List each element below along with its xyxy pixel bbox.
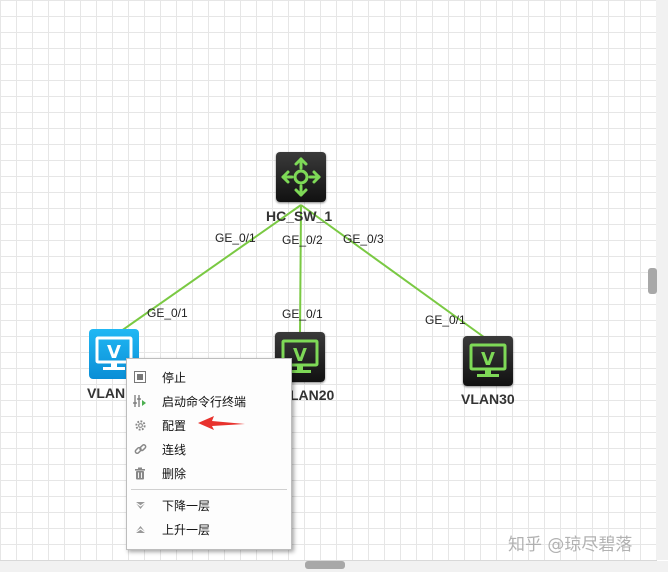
device-name-vlan30: VLAN30: [461, 391, 515, 407]
svg-text:V: V: [293, 345, 307, 366]
router-switch-icon[interactable]: [276, 152, 326, 202]
svg-text:V: V: [107, 342, 121, 363]
links-layer: [113, 204, 489, 341]
port-label-vlan20: GE_0/1: [282, 307, 323, 321]
menu-item-label: 启动命令行终端: [162, 394, 247, 409]
menu-item-terminal[interactable]: 启动命令行终端: [127, 390, 291, 412]
menu-item-label: 配置: [162, 418, 187, 433]
link-sw-vlan30[interactable]: [300, 204, 489, 341]
terminal-icon: [133, 394, 147, 408]
horizontal-scrollbar-thumb[interactable]: [305, 561, 345, 569]
menu-item-move-down[interactable]: 下降一层: [127, 494, 291, 516]
red-arrow-icon: [198, 416, 245, 430]
port-label-vlan30: GE_0/1: [425, 313, 466, 327]
chevron-down-icon: [133, 498, 147, 512]
port-label-sw-ge03: GE_0/3: [343, 232, 384, 246]
stop-icon: [133, 370, 147, 384]
pc-monitor-icon[interactable]: V: [463, 336, 513, 386]
port-label-sw-ge01: GE_0/1: [215, 231, 256, 245]
menu-item-label: 上升一层: [162, 522, 211, 537]
link-icon: [133, 442, 147, 456]
menu-item-label: 下降一层: [162, 498, 211, 513]
menu-item-delete[interactable]: 删除: [127, 462, 291, 484]
context-menu: 停止 启动命令行终端 配置 连线: [126, 358, 292, 550]
menu-item-label: 停止: [162, 370, 187, 385]
chevron-up-icon: [133, 522, 147, 536]
device-name-hc-sw-1: HC_SW_1: [266, 208, 333, 224]
menu-item-label: 删除: [162, 466, 187, 481]
gear-icon: [133, 418, 147, 432]
trash-icon: [133, 466, 147, 480]
menu-separator: [131, 489, 287, 490]
menu-item-connect[interactable]: 连线: [127, 438, 291, 460]
vertical-scrollbar[interactable]: [656, 0, 668, 560]
menu-item-stop[interactable]: 停止: [127, 366, 291, 388]
device-name-vlan10: VLAN1: [87, 385, 133, 401]
port-label-sw-ge02: GE_0/2: [282, 233, 323, 247]
device-name-vlan20: LAN20: [290, 387, 335, 403]
menu-item-config[interactable]: 配置: [127, 414, 291, 436]
pc-monitor-icon[interactable]: V: [275, 332, 325, 382]
topology-canvas[interactable]: GE_0/1 GE_0/2 GE_0/3 GE_0/1 GE_0/1 GE_0/…: [0, 0, 657, 561]
port-label-vlan10: GE_0/1: [147, 306, 188, 320]
link-sw-vlan20[interactable]: [299, 204, 302, 337]
link-sw-vlan10[interactable]: [113, 204, 302, 337]
svg-text:V: V: [481, 349, 495, 370]
menu-item-label: 连线: [162, 442, 187, 457]
menu-item-move-up[interactable]: 上升一层: [127, 518, 291, 540]
watermark: 知乎 @琼尽碧落: [508, 535, 633, 555]
vertical-scrollbar-thumb[interactable]: [648, 268, 657, 294]
